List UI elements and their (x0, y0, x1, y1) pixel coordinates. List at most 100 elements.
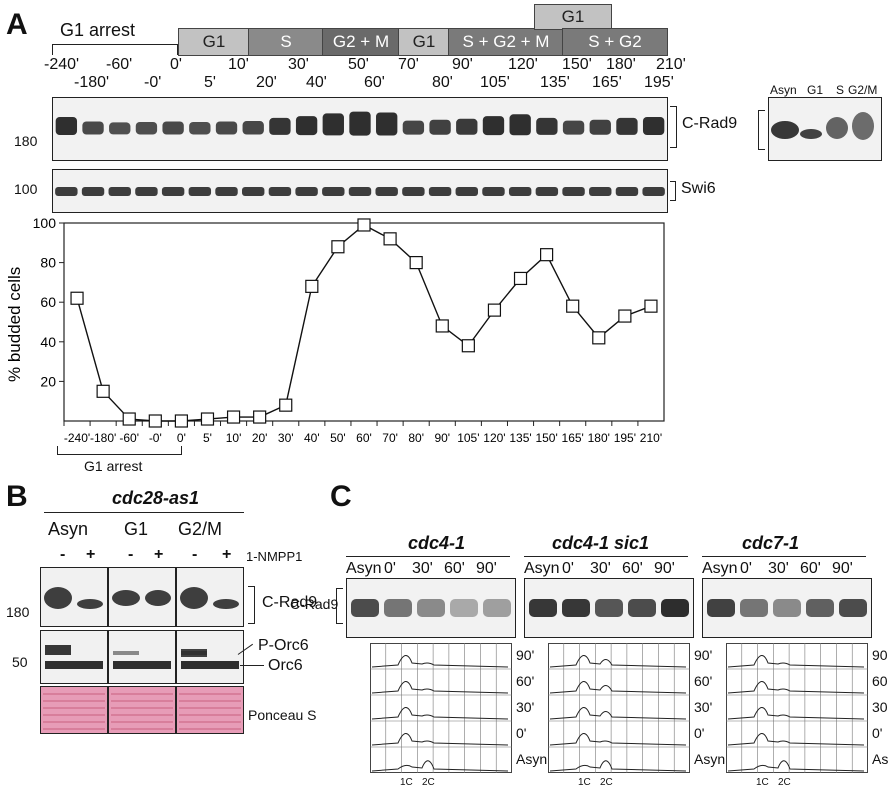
swi6-band-22 (642, 187, 665, 196)
panel-b-sign-2: - (128, 546, 134, 563)
strain-2-lane-3: 60' (800, 560, 821, 577)
rad9-band-12 (376, 112, 398, 136)
swi6-western-blot (52, 169, 668, 213)
data-point-11 (357, 218, 371, 232)
swi6-band-17 (508, 187, 532, 196)
panel-b-title-line (44, 512, 244, 513)
facs-0-x-1: 2C (422, 777, 435, 788)
facs-1-x-1: 2C (600, 777, 613, 788)
time-label-r2-10: 195' (644, 74, 674, 91)
panel-b-group-1: G1 (124, 519, 149, 539)
data-point-18 (540, 248, 554, 262)
data-point-2 (122, 412, 136, 426)
x-tick-label-21: 195' (614, 431, 636, 445)
time-label-r1-4: 30' (288, 56, 309, 73)
rad9-band-7 (242, 121, 264, 135)
data-point-5 (200, 412, 215, 426)
data-point-15 (461, 339, 475, 353)
facs-2-row-2: 30' (872, 699, 888, 715)
swi6-band-9 (295, 187, 318, 196)
swi6-bracket (670, 181, 676, 201)
time-label-r1-8: 120' (508, 56, 538, 73)
time-label-r1-10: 180' (606, 56, 636, 73)
panel-b-blot-orc6-2 (176, 630, 244, 684)
panel-b-group-2: G2/M (178, 519, 223, 539)
data-point-19 (566, 299, 580, 313)
swi6-band-16 (482, 187, 505, 196)
rad9-band-13 (402, 120, 425, 135)
x-tick-label-11: 60' (356, 431, 372, 445)
strain-2-lane-0: Asyn (702, 560, 738, 577)
x-tick-label-14: 90' (434, 431, 450, 445)
time-label-r2-7: 105' (480, 74, 510, 91)
rad9-band-11 (349, 111, 371, 136)
data-point-9 (305, 279, 319, 293)
swi6-band-21 (615, 187, 639, 196)
treatment-label: 1-NMPP1 (246, 549, 303, 564)
g1-arrest-label-top: G1 arrest (60, 20, 136, 40)
facs-2-row-3: 0' (872, 725, 883, 741)
x-tick-label-16: 120' (483, 431, 505, 445)
strain-0-lane-0: Asyn (346, 560, 382, 577)
swi6-band-5 (188, 187, 212, 196)
rad9-band-1 (82, 121, 104, 135)
data-point-20 (592, 331, 606, 345)
swi6-band-18 (535, 187, 559, 196)
panel-b-group-0: Asyn (48, 519, 89, 539)
data-point-4 (174, 414, 188, 428)
swi6-band-14 (428, 187, 452, 196)
time-label-r1-2: 0' (170, 56, 182, 73)
facs-1-row-0: 90' (694, 647, 713, 663)
phase-box-2: G2 + M (322, 28, 400, 56)
time-label-r2-5: 60' (364, 74, 385, 91)
panel-b-sign-1: + (86, 546, 96, 563)
rad9-band-6 (215, 121, 238, 135)
inset-lane-0: Asyn (770, 83, 797, 97)
strain-title-2: cdc7-1 (742, 533, 800, 553)
time-label-r1-11: 210' (656, 56, 686, 73)
x-tick-label-2: -60' (119, 431, 139, 445)
panel-b-blot-ponceau-1 (108, 686, 176, 734)
data-point-3 (148, 414, 162, 428)
swi6-band-0 (55, 187, 78, 196)
strain-title-line-0 (346, 556, 510, 557)
panel-b-title: cdc28-as1 (112, 488, 200, 508)
x-tick-label-8: 30' (278, 431, 294, 445)
ponceau-label: Ponceau S (248, 707, 317, 723)
rad9-band-15 (456, 118, 478, 135)
phase-box-1: S (248, 28, 324, 56)
time-label-r1-0: -240' (44, 56, 80, 73)
time-label-r2-3: 20' (256, 74, 277, 91)
facs-histograms-1 (548, 643, 690, 773)
strain-1-lane-3: 60' (622, 560, 643, 577)
swi6-label: Swi6 (681, 180, 716, 197)
data-point-14 (435, 319, 449, 333)
orc6-line (240, 665, 264, 666)
data-point-16 (487, 303, 502, 317)
swi6-band-1 (81, 187, 105, 196)
data-point-12 (383, 232, 397, 246)
inset-bracket (758, 110, 765, 150)
time-label-r1-5: 50' (348, 56, 369, 73)
facs-2-row-0: 90' (872, 647, 888, 663)
time-label-r2-6: 80' (432, 74, 453, 91)
swi6-band-4 (161, 187, 185, 196)
x-tick-label-1: -180' (90, 431, 116, 445)
inset-lane-2: S (836, 83, 845, 97)
strain-1-lane-4: 90' (654, 560, 675, 577)
swi6-band-10 (322, 187, 345, 196)
data-point-8 (279, 398, 293, 412)
x-tick-label-17: 135' (509, 431, 531, 445)
panel-c-letter: C (330, 480, 352, 513)
orc6-label: Orc6 (268, 657, 303, 674)
facs-0-row-3: 0' (516, 725, 527, 741)
rad9-band-19 (562, 120, 585, 135)
panel-b-sign-4: - (192, 546, 198, 563)
swi6-band-19 (562, 187, 585, 196)
data-point-22 (644, 299, 658, 313)
inset-western-blot (768, 97, 882, 161)
swi6-band-8 (268, 187, 292, 196)
panel-b-sign-3: + (154, 546, 164, 563)
strain-title-line-2 (702, 556, 866, 557)
